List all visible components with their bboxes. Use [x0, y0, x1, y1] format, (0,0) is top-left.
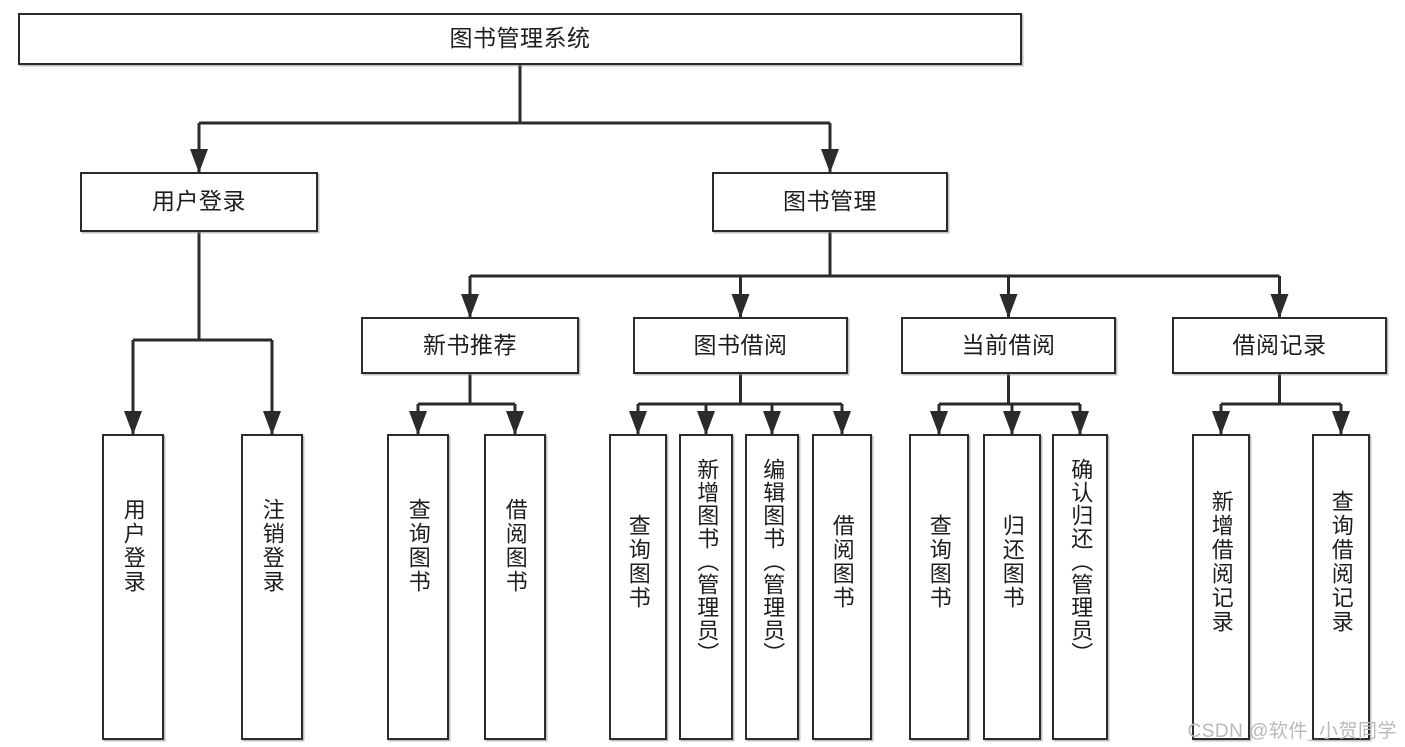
leaf-edit-book-admin-label: 编辑图书（管理员）	[760, 458, 786, 665]
node-book-borrow-label: 图书借阅	[693, 331, 788, 358]
node-book-borrow[interactable]: 图书借阅	[633, 317, 848, 374]
leaf-user-login-label: 用户登录	[120, 498, 146, 594]
leaf-add-borrow-record[interactable]: 新增借阅记录	[1192, 434, 1250, 740]
leaf-user-logout-label: 注销登录	[259, 498, 285, 594]
node-new-book-recommend-label: 新书推荐	[423, 331, 517, 358]
node-current-borrow-label: 当前借阅	[961, 331, 1056, 358]
node-user-login[interactable]: 用户登录	[80, 172, 318, 232]
leaf-borrow-books-recommend[interactable]: 借阅图书	[484, 434, 546, 740]
node-user-login-label: 用户登录	[152, 188, 246, 215]
node-book-management[interactable]: 图书管理	[712, 172, 948, 232]
node-borrow-record[interactable]: 借阅记录	[1172, 317, 1387, 374]
leaf-borrow-books-label: 借阅图书	[829, 514, 855, 610]
leaf-confirm-return-admin[interactable]: 确认归还（管理员）	[1052, 434, 1108, 740]
watermark: CSDN @软件_小贺同学	[1187, 721, 1397, 742]
node-new-book-recommend[interactable]: 新书推荐	[361, 317, 579, 374]
node-borrow-record-label: 借阅记录	[1232, 331, 1327, 358]
leaf-add-book-admin-label: 新增图书（管理员）	[694, 458, 720, 665]
leaf-query-books-borrow-label: 查询图书	[625, 514, 651, 610]
node-book-management-label: 图书管理	[783, 188, 877, 215]
leaf-query-books-recommend-label: 查询图书	[405, 498, 431, 594]
leaf-user-logout[interactable]: 注销登录	[241, 434, 303, 740]
leaf-return-books[interactable]: 归还图书	[983, 434, 1041, 740]
leaf-edit-book-admin[interactable]: 编辑图书（管理员）	[745, 434, 799, 740]
leaf-add-book-admin[interactable]: 新增图书（管理员）	[679, 434, 733, 740]
leaf-borrow-books[interactable]: 借阅图书	[812, 434, 872, 740]
leaf-return-books-label: 归还图书	[999, 514, 1025, 610]
leaf-query-books-borrow[interactable]: 查询图书	[609, 434, 667, 740]
leaf-query-books-recommend[interactable]: 查询图书	[387, 434, 449, 740]
leaf-query-books-current[interactable]: 查询图书	[909, 434, 969, 740]
leaf-confirm-return-admin-label: 确认归还（管理员）	[1068, 458, 1094, 665]
leaf-query-borrow-record[interactable]: 查询借阅记录	[1312, 434, 1370, 740]
leaf-query-borrow-record-label: 查询借阅记录	[1328, 490, 1354, 634]
leaf-query-books-current-label: 查询图书	[926, 514, 952, 610]
leaf-user-login[interactable]: 用户登录	[102, 434, 164, 740]
node-root[interactable]: 图书管理系统	[18, 13, 1022, 65]
leaf-borrow-books-recommend-label: 借阅图书	[502, 498, 528, 594]
node-current-borrow[interactable]: 当前借阅	[901, 317, 1116, 374]
leaf-add-borrow-record-label: 新增借阅记录	[1208, 490, 1234, 634]
node-root-label: 图书管理系统	[449, 25, 591, 52]
